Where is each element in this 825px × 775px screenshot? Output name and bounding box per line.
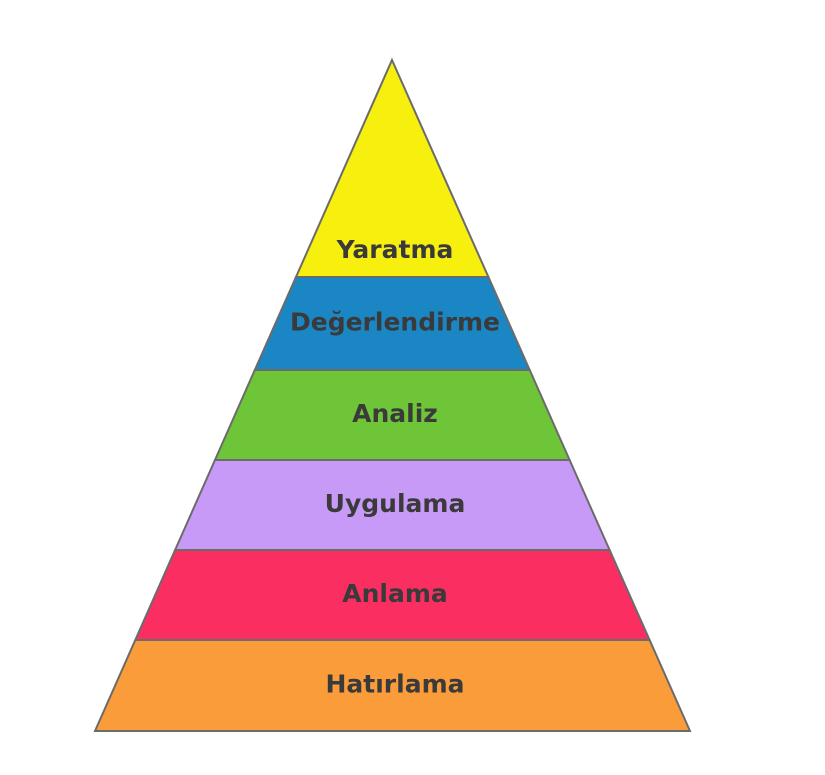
level-1-label: Yaratma	[336, 235, 454, 264]
pyramid-level-3: Analiz	[213, 369, 572, 461]
level-2-label: Değerlendirme	[290, 308, 500, 337]
level-5-label: Anlama	[342, 579, 448, 608]
pyramid-level-1: Yaratma	[294, 57, 490, 278]
level-6-shape	[93, 639, 692, 732]
level-6-label: Hatırlama	[325, 670, 464, 699]
pyramid-level-6: Hatırlama	[93, 639, 692, 732]
pyramid-level-4: Uygulama	[173, 459, 612, 551]
pyramid-level-5: Anlama	[133, 549, 652, 641]
pyramid-level-2: Değerlendirme	[253, 276, 532, 371]
level-4-label: Uygulama	[325, 489, 466, 518]
level-3-label: Analiz	[352, 399, 438, 428]
